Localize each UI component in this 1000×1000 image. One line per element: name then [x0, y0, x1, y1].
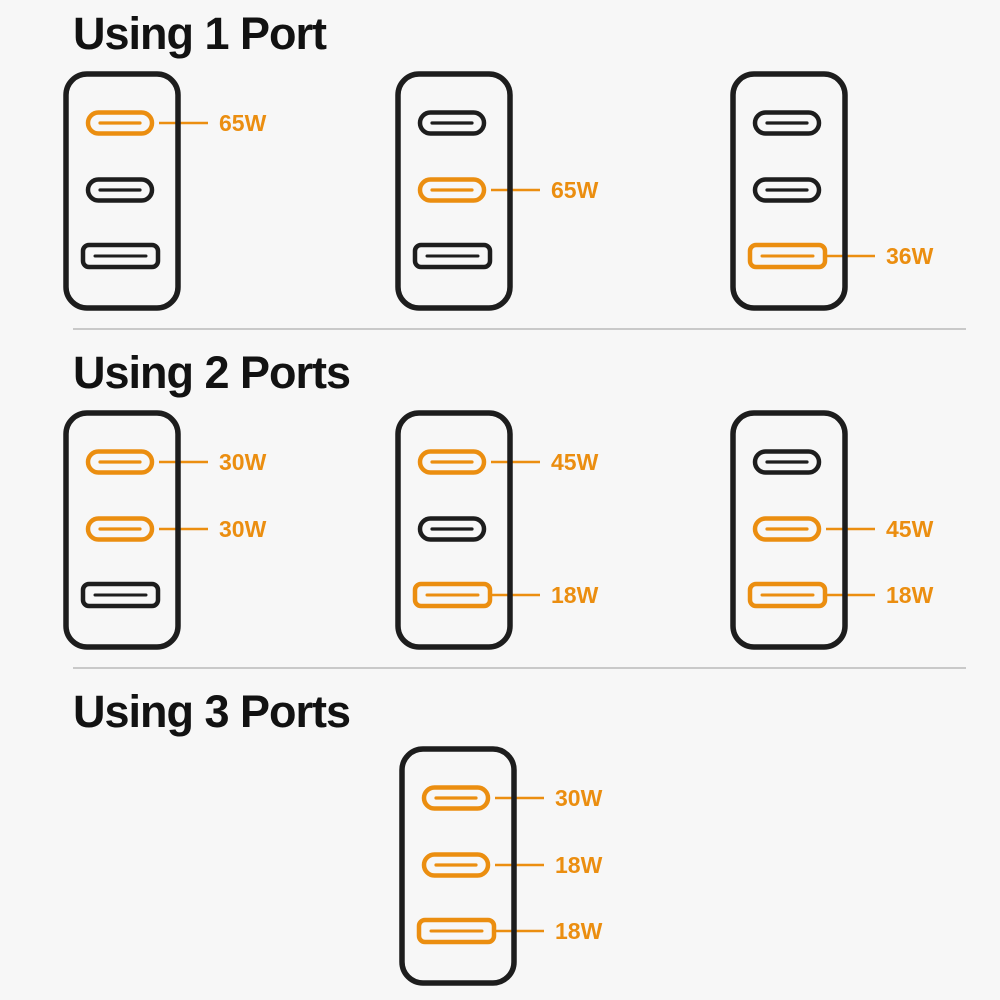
usb-c-port — [417, 110, 487, 136]
usb-c-port — [85, 177, 155, 203]
wattage-label: 18W — [555, 852, 603, 878]
charger-body — [730, 71, 848, 311]
wattage-label: 30W — [219, 516, 267, 542]
charger-diagram: 30W 18W 18W — [399, 746, 603, 986]
wattage-label: 18W — [551, 582, 599, 608]
section-title-using-1-port: Using 1 Port — [73, 8, 327, 59]
wattage-label: 30W — [219, 449, 267, 475]
usb-a-port — [80, 581, 161, 609]
usb-c-port-outline — [85, 177, 155, 203]
usb-a-port-outline — [412, 242, 493, 270]
wattage-label: 30W — [555, 785, 603, 811]
wattage-label: 18W — [555, 918, 603, 944]
usb-a-port — [80, 242, 161, 270]
usb-c-port-outline — [752, 516, 822, 542]
wattage-label: 45W — [551, 449, 599, 475]
usb-c-port-active — [85, 449, 155, 475]
section-title-using-3-ports: Using 3 Ports — [73, 686, 351, 737]
usb-a-port-outline — [412, 581, 493, 609]
usb-c-port-active — [417, 177, 487, 203]
charger-diagram: 45W 18W — [730, 410, 934, 650]
usb-c-port-outline — [85, 110, 155, 136]
section-divider-2 — [73, 667, 966, 669]
usb-c-port-active — [85, 110, 155, 136]
wattage-label: 65W — [551, 177, 599, 203]
charger-diagram: 36W — [730, 71, 934, 311]
section-divider-1 — [73, 328, 966, 330]
section-title-using-2-ports: Using 2 Ports — [73, 347, 351, 398]
wattage-label: 18W — [886, 582, 934, 608]
usb-c-port — [752, 177, 822, 203]
charger-diagram: 65W — [395, 71, 599, 311]
usb-c-port-active — [421, 852, 491, 878]
usb-a-port-outline — [80, 581, 161, 609]
usb-c-port-outline — [417, 516, 487, 542]
charger-body — [395, 71, 513, 311]
usb-c-port-outline — [752, 177, 822, 203]
usb-a-port-outline — [80, 242, 161, 270]
wattage-label: 65W — [219, 110, 267, 136]
usb-a-port-active — [747, 581, 828, 609]
wattage-label: 36W — [886, 243, 934, 269]
charger-body — [395, 410, 513, 650]
charger-diagram: 45W 18W — [395, 410, 599, 650]
charger-body — [730, 410, 848, 650]
usb-c-port-outline — [421, 852, 491, 878]
usb-c-port-outline — [752, 449, 822, 475]
charger-body — [63, 71, 181, 311]
charger-body — [399, 746, 517, 986]
usb-c-port-active — [85, 516, 155, 542]
usb-a-port-active — [747, 242, 828, 270]
usb-c-port-active — [752, 516, 822, 542]
usb-c-port-outline — [417, 449, 487, 475]
usb-a-port-outline — [747, 242, 828, 270]
usb-c-port-outline — [417, 110, 487, 136]
usb-c-port-outline — [421, 785, 491, 811]
charger-body — [63, 410, 181, 650]
usb-c-port — [417, 516, 487, 542]
usb-c-port-outline — [752, 110, 822, 136]
usb-c-port-outline — [85, 516, 155, 542]
charger-diagram: 65W — [63, 71, 267, 311]
usb-c-port-outline — [85, 449, 155, 475]
usb-c-port-outline — [417, 177, 487, 203]
usb-c-port — [752, 110, 822, 136]
charger-diagram: 30W 30W — [63, 410, 267, 650]
usb-c-port-active — [421, 785, 491, 811]
usb-a-port — [412, 242, 493, 270]
usb-a-port-active — [416, 917, 497, 945]
usb-c-port — [752, 449, 822, 475]
wattage-label: 45W — [886, 516, 934, 542]
usb-a-port-outline — [416, 917, 497, 945]
usb-c-port-active — [417, 449, 487, 475]
usb-a-port-active — [412, 581, 493, 609]
usb-a-port-outline — [747, 581, 828, 609]
